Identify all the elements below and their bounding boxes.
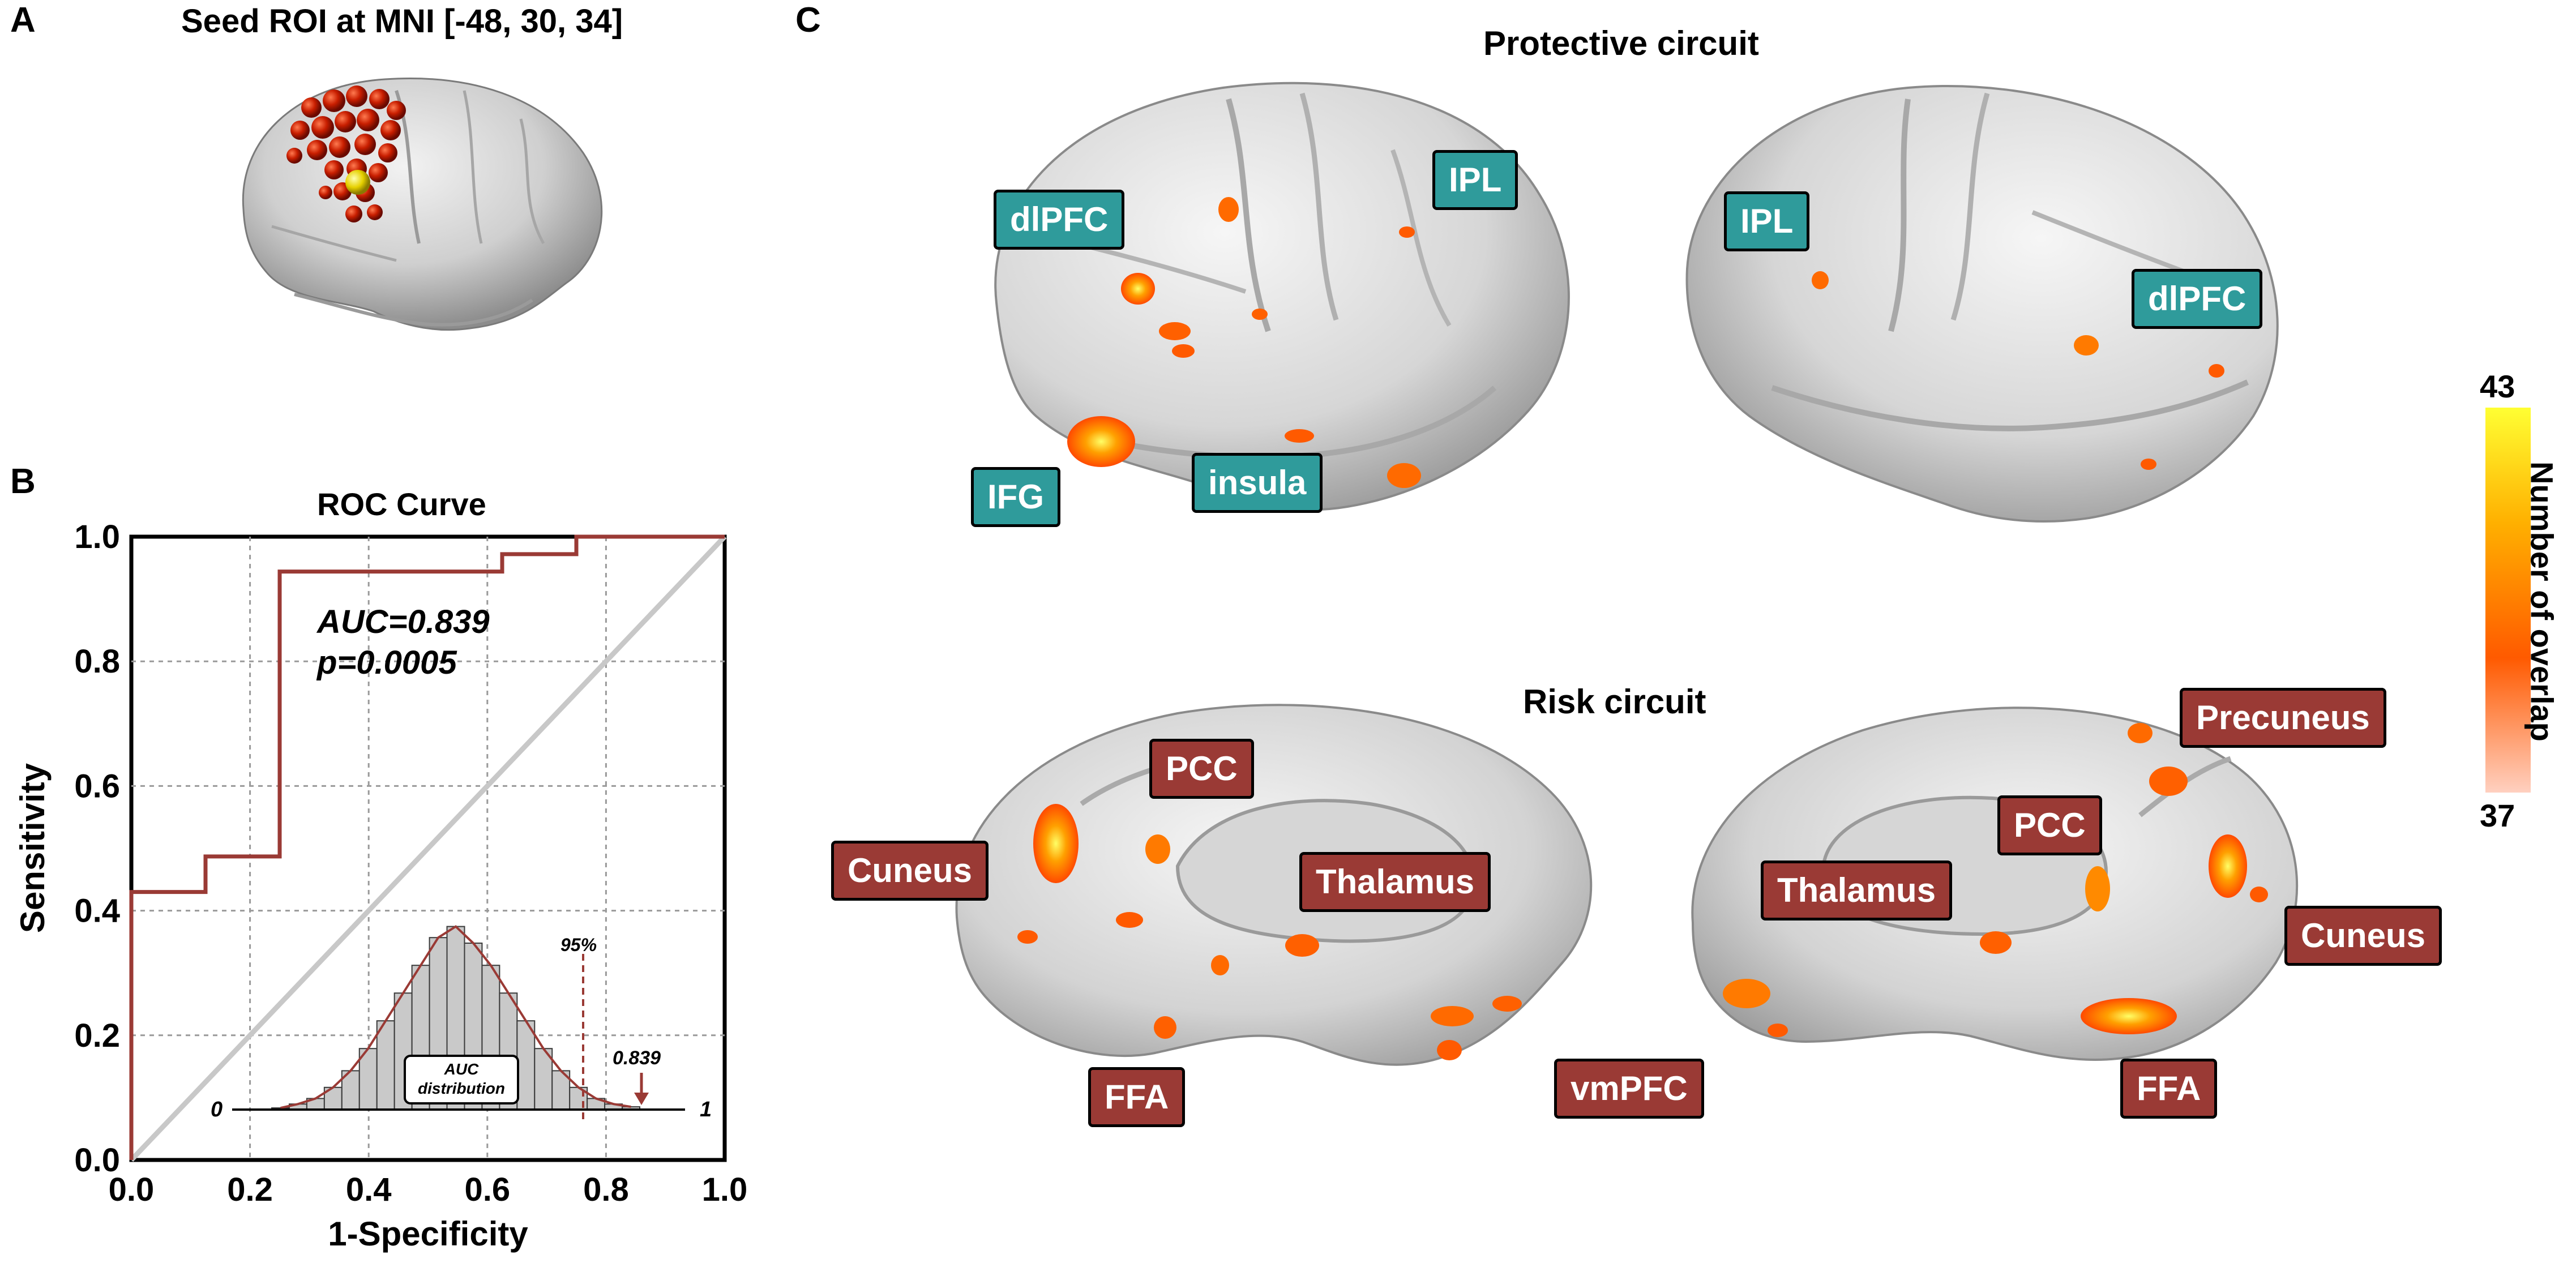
y-tick-label: 0.6 <box>74 768 120 804</box>
colorbar <box>2485 408 2531 793</box>
y-tick-label: 0.2 <box>74 1017 120 1054</box>
colorbar-title: Number of overlap <box>2524 461 2560 742</box>
percentile-95-label: 95% <box>560 935 597 955</box>
label-insula: insula <box>1192 453 1323 513</box>
roc-chart: 0.0 0.2 0.4 0.6 0.8 1.0 0.0 0.2 0.4 0.6 0.8 1.0 1-… <box>14 519 747 1253</box>
label-pcc-left: PCC <box>1149 739 1254 799</box>
y-tick-label: 0.4 <box>74 893 120 930</box>
label-dlpfc-left: dlPFC <box>994 190 1125 250</box>
inset-label-box <box>404 1055 519 1104</box>
roc-y-axis-label: Sensitivity <box>14 763 52 933</box>
seed-spheres <box>286 85 406 222</box>
x-tick-label: 0.2 <box>227 1171 273 1208</box>
auc-annotation: AUC=0.839 <box>316 603 490 640</box>
label-pcc-right: PCC <box>1997 795 2102 855</box>
protective-circuit-title: Protective circuit <box>1483 24 1759 62</box>
label-thalamus-left: Thalamus <box>1299 852 1491 912</box>
label-ipl-left: IPL <box>1432 150 1518 210</box>
roc-grid <box>131 537 725 1160</box>
histogram-bar <box>516 1020 536 1111</box>
seed-roi-title: Seed ROI at MNI [-48, 30, 34] <box>181 3 623 40</box>
inset-right-label: 1 <box>700 1098 712 1121</box>
roc-x-axis-label: 1-Specificity <box>328 1215 528 1253</box>
y-tick-label: 1.0 <box>74 519 120 555</box>
y-tick-label: 0.8 <box>74 643 120 680</box>
label-ffa-left: FFA <box>1088 1067 1186 1127</box>
observed-auc-label: 0.839 <box>613 1047 661 1069</box>
panel-letter-b: B <box>10 462 36 501</box>
roc-plot-frame <box>129 534 727 1162</box>
label-cuneus-left: Cuneus <box>831 841 989 901</box>
x-tick-label: 0.4 <box>346 1171 392 1208</box>
histogram-bar <box>376 1020 395 1111</box>
label-vmpfc: vmPFC <box>1554 1059 1704 1119</box>
roc-x-tick-labels: 0.0 0.2 0.4 0.6 0.8 1.0 <box>109 1171 747 1208</box>
colorbar-max-label: 43 <box>2480 369 2515 404</box>
roc-curve-line <box>129 534 725 1160</box>
label-thalamus-right: Thalamus <box>1761 860 1953 921</box>
protective-left-lateral-brain <box>994 82 1570 511</box>
x-tick-label: 0.6 <box>464 1171 510 1208</box>
y-tick-label: 0.0 <box>74 1142 120 1179</box>
roc-y-tick-labels: 0.0 0.2 0.4 0.6 0.8 1.0 <box>74 519 120 1179</box>
p-value-annotation: p=0.0005 <box>316 644 457 681</box>
label-precuneus: Precuneus <box>2180 688 2386 748</box>
inset-left-label: 0 <box>211 1098 222 1121</box>
roc-title: ROC Curve <box>317 486 486 522</box>
x-tick-label: 1.0 <box>702 1171 747 1208</box>
risk-circuit-title: Risk circuit <box>1523 683 1706 721</box>
observed-auc-arrowhead <box>634 1093 649 1105</box>
label-ffa-right: FFA <box>2120 1059 2218 1119</box>
label-ifg: IFG <box>971 467 1060 527</box>
panel-letter-c: C <box>795 1 821 40</box>
protective-right-lateral-brain <box>1685 85 2279 523</box>
x-tick-label: 0.0 <box>109 1171 155 1208</box>
x-tick-label: 0.8 <box>583 1171 629 1208</box>
label-cuneus-right: Cuneus <box>2284 906 2442 966</box>
risk-left-medial-brain <box>955 704 1593 1066</box>
seed-brain-image <box>242 78 603 331</box>
histogram-density-line <box>280 925 631 1110</box>
panel-letter-a: A <box>10 1 36 40</box>
label-ipl-right: IPL <box>1724 191 1810 251</box>
roc-diagonal-line <box>129 534 727 1162</box>
label-dlpfc-right: dlPFC <box>2132 269 2263 329</box>
colorbar-min-label: 37 <box>2480 798 2515 833</box>
